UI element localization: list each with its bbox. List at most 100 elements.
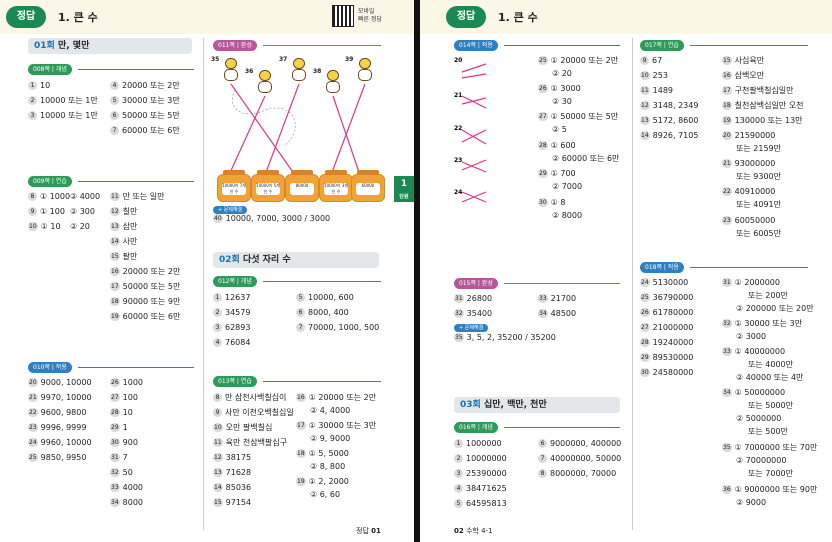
bee-icon	[290, 58, 308, 82]
tag-line	[78, 69, 194, 70]
answer-badge: 정답	[6, 6, 46, 28]
tag-line	[690, 45, 808, 46]
q38-num: 38	[313, 68, 322, 75]
answer-18b: ② 8, 800	[310, 462, 346, 471]
answer-16b: ② 4, 4000	[310, 406, 351, 415]
q39-num: 39	[345, 56, 354, 63]
tag-013: 013쪽 | 연습	[213, 376, 257, 387]
q37-num: 37	[279, 56, 288, 63]
column-divider	[632, 38, 633, 530]
tag-010: 010쪽 | 적용	[28, 362, 72, 373]
answer-26b: ② 30	[552, 97, 572, 106]
tag-line	[504, 283, 620, 284]
tag-016: 016쪽 | 개념	[454, 422, 498, 433]
answer-34b: 또는 5000만	[748, 401, 793, 410]
bee-icon	[356, 58, 374, 82]
tag-014: 014쪽 | 적용	[454, 40, 498, 51]
tag-017: 017쪽 | 연습	[640, 40, 684, 51]
honey-jar-icon: 60000	[351, 170, 385, 202]
answer-31c: ② 200000 또는 20만	[736, 304, 814, 313]
answer-36b: ② 9000	[736, 498, 767, 507]
answer-29b: ② 7000	[552, 182, 583, 191]
q35-num: 35	[211, 56, 220, 63]
q36-num: 36	[245, 68, 254, 75]
svg-text:20: 20	[454, 57, 462, 64]
svg-text:23: 23	[454, 157, 462, 164]
honey-jar-icon: 10000이 5개인 수	[251, 170, 285, 202]
page-footer: 정답 01	[356, 527, 381, 535]
answer-23b: 또는 6005만	[736, 229, 781, 238]
qr-code-icon[interactable]	[332, 5, 354, 27]
svg-text:24: 24	[454, 189, 462, 196]
answer-8b: ② 4000	[70, 192, 101, 201]
answer-35c: 또는 7000만	[748, 469, 793, 478]
answer-27b: ② 5	[552, 125, 567, 134]
answer-34c: ② 5000000	[736, 414, 782, 423]
tag-line	[263, 281, 381, 282]
answer-19b: ② 6, 60	[310, 490, 341, 499]
book-spine	[414, 0, 420, 542]
tag-009: 009쪽 | 연습	[28, 176, 72, 187]
page-footer: 02 수학 4-1	[454, 527, 493, 535]
answer-22b: 또는 4091만	[736, 200, 781, 209]
honey-jar-icon: 10000이 3개인 수	[319, 170, 353, 202]
answer-10b: ② 20	[70, 222, 90, 231]
unit-title: 1. 큰 수	[498, 11, 538, 24]
